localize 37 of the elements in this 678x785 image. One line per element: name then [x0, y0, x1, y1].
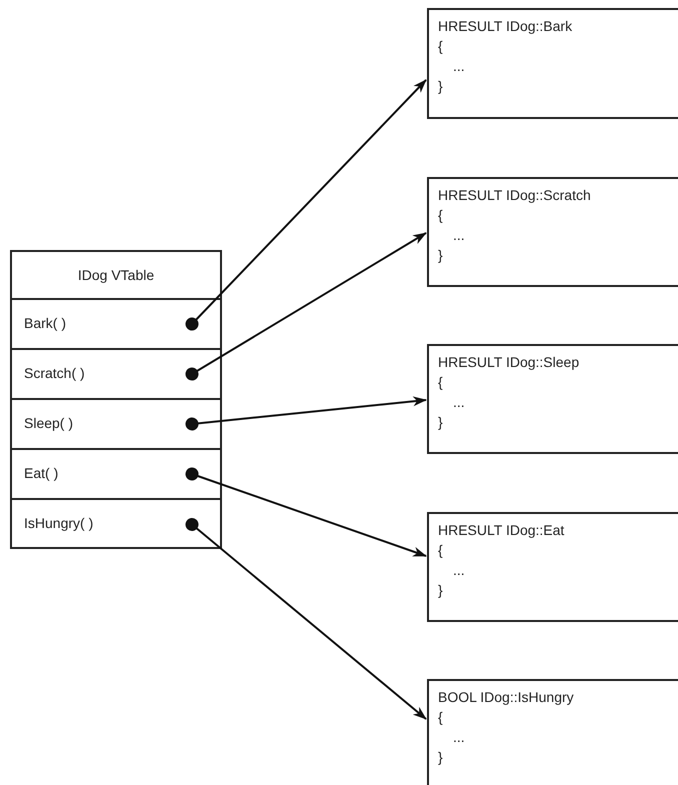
code-line: { [438, 206, 443, 224]
function-box [427, 8, 678, 119]
function-signature: HRESULT IDog::Scratch [438, 186, 591, 204]
code-line: } [438, 246, 443, 264]
function-signature: HRESULT IDog::Sleep [438, 353, 580, 371]
method-name: Scratch( ) [24, 364, 85, 382]
code-line: { [438, 373, 443, 391]
pointer-arrow [186, 518, 427, 720]
code-line: { [438, 541, 443, 559]
function-box [427, 344, 678, 454]
pointer-arrow [186, 468, 427, 557]
function-signature: HRESULT IDog::Bark [438, 17, 572, 35]
vtable-box [10, 250, 222, 549]
function-signature: HRESULT IDog::Eat [438, 521, 564, 539]
code-line: ... [453, 226, 465, 244]
pointer-arrow [186, 79, 427, 330]
method-name: Bark( ) [24, 314, 66, 332]
code-line: } [438, 77, 443, 95]
function-box [427, 512, 678, 622]
code-line: { [438, 708, 443, 726]
code-line: { [438, 37, 443, 55]
function-signature: BOOL IDog::IsHungry [438, 688, 574, 706]
method-name: Sleep( ) [24, 414, 74, 432]
pointer-arrow [186, 232, 427, 380]
code-line: ... [453, 57, 465, 75]
table-heading: IDog VTable [76, 266, 156, 284]
code-line: ... [453, 728, 465, 746]
function-box [427, 177, 678, 287]
code-line: } [438, 748, 443, 766]
code-line: } [438, 581, 443, 599]
method-name: Eat( ) [24, 464, 58, 482]
code-line: ... [453, 393, 465, 411]
code-line: } [438, 413, 443, 431]
method-name: IsHungry( ) [24, 514, 94, 532]
code-line: ... [453, 561, 465, 579]
function-box [427, 679, 678, 785]
pointer-arrow [186, 396, 427, 430]
